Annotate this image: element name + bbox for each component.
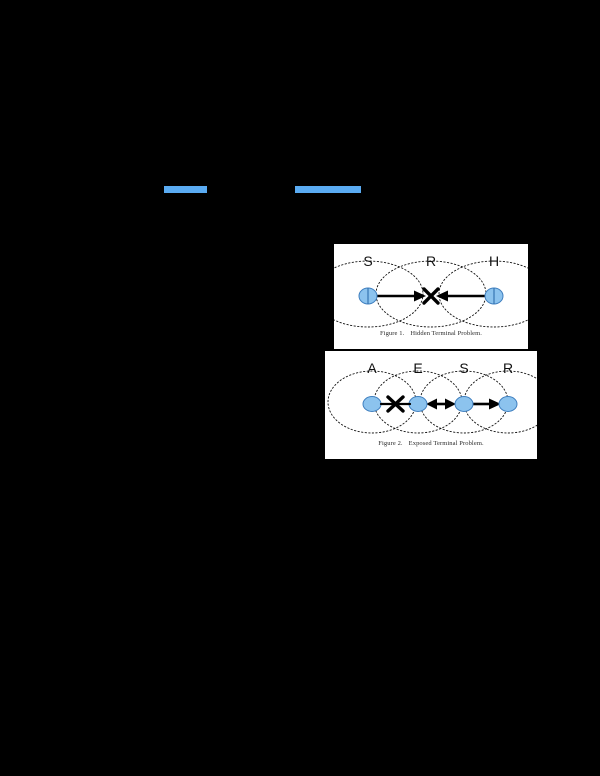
arrow-s-to-r bbox=[376, 290, 426, 302]
figure-2-container: A E S R bbox=[325, 351, 537, 459]
figure-2-caption: Figure 2. Exposed Terminal Problem. bbox=[325, 440, 537, 447]
node-s bbox=[454, 396, 474, 412]
clipped-body-text bbox=[331, 452, 531, 459]
hyperlink-secondary[interactable] bbox=[295, 186, 361, 193]
figure-1-caption-number: Figure 1. bbox=[379, 330, 405, 337]
arrow-s-to-r bbox=[473, 398, 501, 410]
node-a bbox=[362, 396, 382, 412]
collision-marker-a-e bbox=[379, 395, 412, 413]
node-label-s: S bbox=[363, 253, 372, 269]
figure-1-diagram: S R H bbox=[334, 253, 528, 328]
node-label-r: R bbox=[503, 360, 513, 376]
node-r bbox=[498, 396, 518, 412]
node-label-a: A bbox=[367, 360, 377, 376]
figure-2-diagram: A E S R bbox=[327, 360, 537, 434]
figure-1-container: S R H bbox=[334, 244, 528, 349]
arrow-h-to-r bbox=[436, 290, 486, 302]
figure-2-caption-text: Exposed Terminal Problem. bbox=[408, 440, 484, 447]
figure-1-caption: Figure 1. Hidden Terminal Problem. bbox=[334, 330, 528, 337]
node-label-s: S bbox=[459, 360, 468, 376]
arrow-e-to-s bbox=[426, 398, 456, 410]
range-circle-s bbox=[334, 260, 424, 328]
node-e bbox=[408, 396, 428, 412]
hyperlink-primary[interactable] bbox=[164, 186, 207, 193]
node-label-e: E bbox=[413, 360, 422, 376]
range-circle-h bbox=[438, 260, 528, 328]
figure-1-caption-text: Hidden Terminal Problem. bbox=[410, 330, 483, 337]
node-label-h: H bbox=[489, 253, 499, 269]
node-label-r: R bbox=[426, 253, 436, 269]
figure-2-caption-number: Figure 2. bbox=[378, 440, 403, 447]
collision-marker-r bbox=[422, 287, 440, 305]
